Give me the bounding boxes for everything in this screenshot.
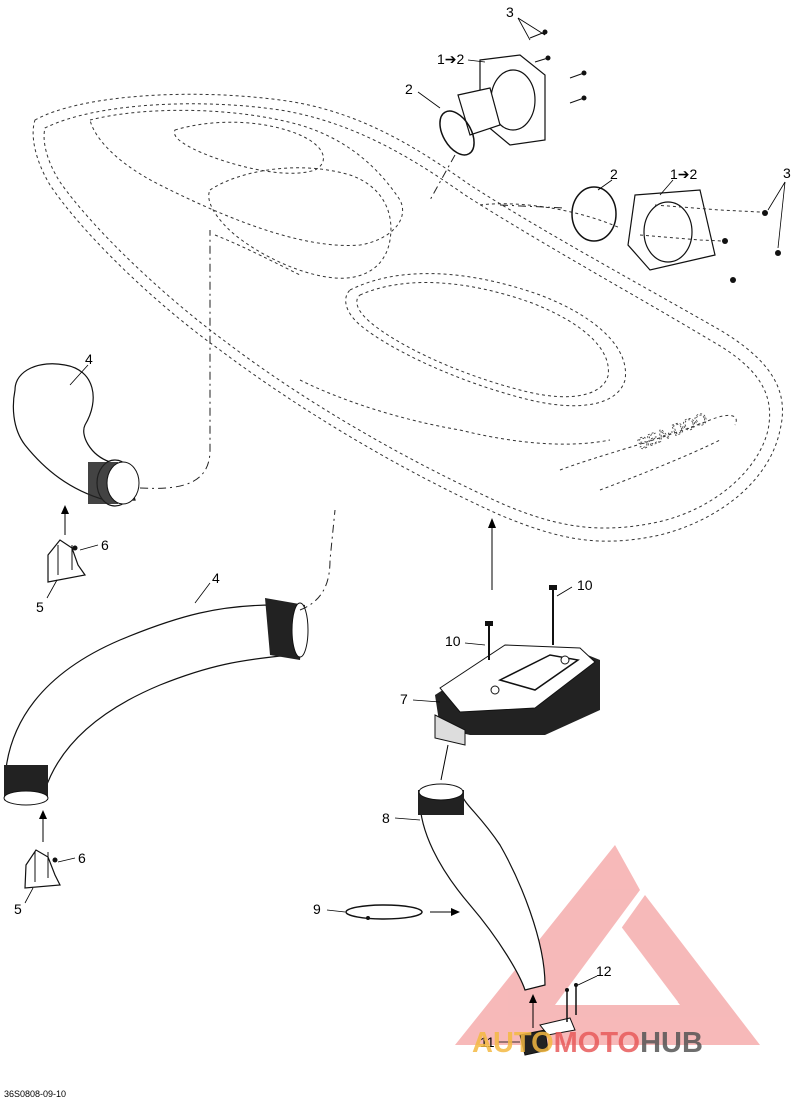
svg-text:AUTOMOTOHUB: AUTOMOTOHUB: [472, 1027, 703, 1059]
intake-housing: [434, 644, 600, 746]
oring-top: [439, 110, 475, 156]
hose-upper: [12, 230, 211, 507]
hull-outline: SEA-DOO: [32, 93, 783, 542]
vent-assembly-right: [499, 186, 781, 283]
callout-2-top: 2: [405, 81, 413, 97]
callout-2-right: 2: [610, 166, 618, 182]
callout-1-2-top: 1➔2: [437, 51, 465, 67]
watermark-logo-icon: [455, 845, 760, 1045]
callout-9: 9: [313, 901, 321, 917]
callout-10-left: 10: [445, 633, 461, 649]
callout-10-right: 10: [577, 577, 593, 593]
bracket-11: [519, 983, 578, 1056]
callout-12: 12: [596, 963, 612, 979]
oring-right: [571, 186, 617, 242]
watermark-moto: MOTO: [554, 1027, 640, 1059]
clamp-lower: [24, 810, 61, 889]
clamp-upper: [47, 505, 87, 583]
callout-4-lower: 4: [212, 570, 220, 586]
callout-labels: 3 1➔2 2 2 1➔2 3 4 6 5 4 10 10 7 8 6 5 9 …: [14, 4, 791, 1050]
reference-code: 36S0808-09-10: [4, 1089, 67, 1099]
callout-4-upper: 4: [85, 351, 93, 367]
screws-top: [529, 29, 587, 104]
callout-5-upper: 5: [36, 599, 44, 615]
hose-lower: [3, 509, 336, 806]
callout-11: 11: [480, 1034, 495, 1050]
callout-3-top: 3: [506, 4, 514, 20]
callout-6-upper: 6: [101, 537, 109, 553]
watermark-text: AUTOMOTOHUB: [472, 1027, 703, 1059]
callout-6-lower: 6: [78, 850, 86, 866]
callout-1-2-right: 1➔2: [670, 166, 698, 182]
callout-5-lower: 5: [14, 901, 22, 917]
watermark-hub: HUB: [640, 1027, 703, 1059]
callout-7: 7: [400, 691, 408, 707]
hose-8: [418, 744, 546, 991]
callout-3-right: 3: [783, 165, 791, 181]
assembly-arrow: [488, 518, 496, 590]
callout-8: 8: [382, 810, 390, 826]
screws-right: [722, 210, 781, 283]
leader-lines: [24, 17, 786, 1043]
bolts-10: [485, 585, 557, 660]
svg-text:SEA-DOO: SEA-DOO: [635, 410, 710, 453]
watermark-auto: AUTO: [472, 1027, 554, 1059]
band-9: [345, 904, 460, 920]
vent-assembly-top: [429, 29, 587, 201]
